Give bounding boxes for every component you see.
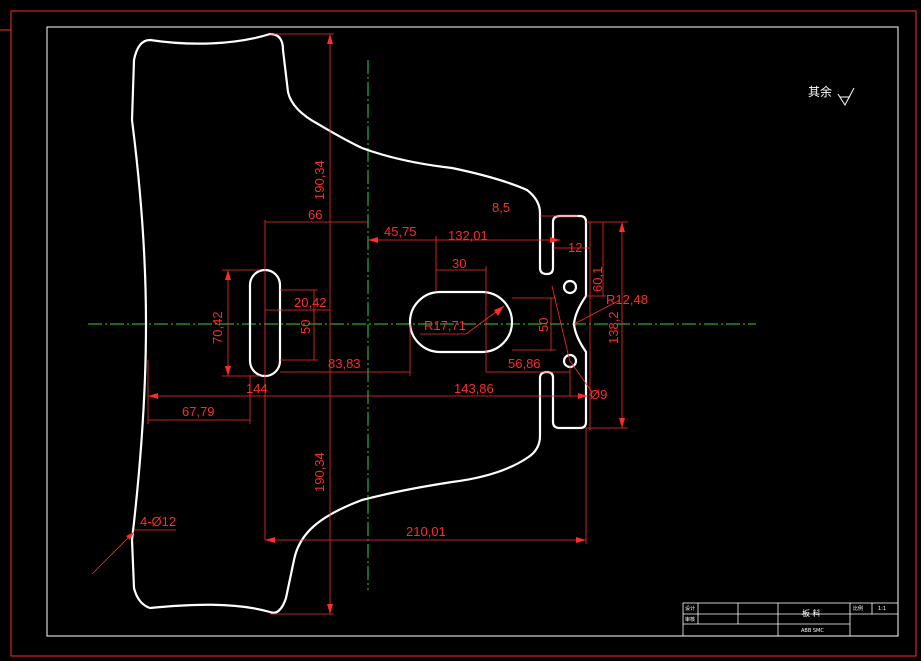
surface-roughness-note: 其余 bbox=[808, 84, 855, 106]
dim-190-34-bottom: 190,34 bbox=[312, 452, 327, 492]
dim-70-42: 70,42 bbox=[210, 311, 225, 344]
roughness-label: 其余 bbox=[808, 84, 832, 99]
tb-scale-value: 1:1 bbox=[878, 606, 886, 612]
dim-12: 12 bbox=[568, 240, 582, 255]
tb-designer-label: 设计 bbox=[685, 605, 695, 612]
centerlines bbox=[88, 60, 756, 590]
dim-66: 66 bbox=[308, 207, 322, 222]
dim-50-right: 50 bbox=[536, 318, 551, 332]
tb-scale-label: 比例 bbox=[853, 605, 863, 612]
outer-border bbox=[10, 10, 917, 657]
dim-r12-48: R12,48 bbox=[606, 292, 648, 307]
dim-138-2: 138,2 bbox=[606, 311, 621, 344]
tb-drawing-code: ABB SMC bbox=[801, 628, 824, 634]
dim-30: 30 bbox=[452, 256, 466, 271]
dim-132-01: 132,01 bbox=[448, 228, 488, 243]
blank-contour bbox=[130, 32, 588, 614]
hole-top bbox=[562, 279, 578, 295]
dim-143-86: 143,86 bbox=[454, 381, 494, 396]
dim-phi9: Ø9 bbox=[590, 387, 607, 402]
dim-60-1: 60,1 bbox=[590, 267, 605, 292]
dim-8-5: 8,5 bbox=[492, 200, 510, 215]
inner-border bbox=[46, 26, 899, 637]
tb-part-name: 板 料 bbox=[802, 608, 821, 618]
dim-210-01: 210,01 bbox=[406, 524, 446, 539]
dim-45-75: 45,75 bbox=[384, 224, 417, 239]
part-outline bbox=[130, 32, 588, 614]
dim-190-34-top: 190,34 bbox=[312, 160, 327, 200]
title-block-text: 设计 审核 板 料 比例 1:1 ABB SMC bbox=[685, 605, 886, 634]
dim-144: 144 bbox=[246, 381, 268, 396]
dimension-texts: 190,34 190,34 66 45,75 132,01 8,5 12 30 … bbox=[140, 160, 648, 539]
title-block bbox=[682, 602, 899, 637]
dimension-lines bbox=[91, 33, 628, 615]
dim-20-42: 20,42 bbox=[294, 295, 327, 310]
dim-4-phi12: 4-Ø12 bbox=[140, 514, 176, 529]
roughness-symbol-icon bbox=[837, 87, 855, 106]
tb-checker-label: 审核 bbox=[685, 616, 695, 623]
center-slot bbox=[408, 290, 514, 354]
dim-67-79: 67,79 bbox=[182, 404, 215, 419]
dim-56-86: 56,86 bbox=[508, 356, 541, 371]
dim-50-left: 50 bbox=[298, 320, 313, 334]
arrowheads bbox=[126, 34, 625, 614]
dim-83-83: 83,83 bbox=[328, 356, 361, 371]
dim-r17-71: R17,71 bbox=[424, 318, 466, 333]
